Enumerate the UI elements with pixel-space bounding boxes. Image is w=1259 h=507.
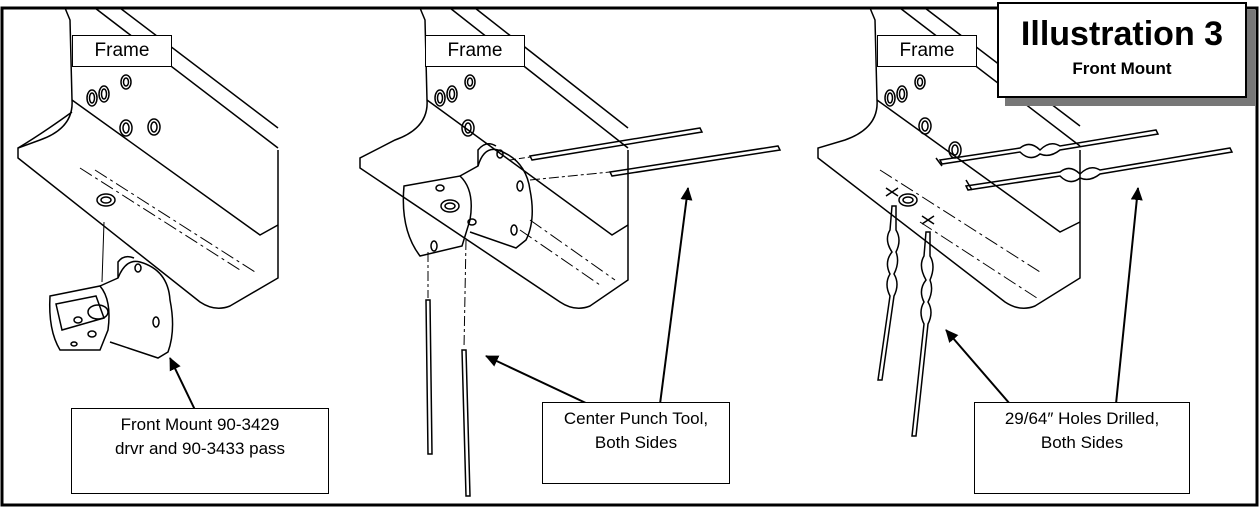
callout-center-punch: Center Punch Tool, Both Sides [542, 402, 730, 484]
outer-border [0, 6, 1259, 507]
callout-line: 29/64″ Holes Drilled, [1004, 409, 1160, 428]
callout-arrow-2b [659, 187, 693, 405]
callout-arrow-3a [945, 329, 1011, 405]
frame-rail-3 [817, 7, 1081, 309]
callout-front-mount: Front Mount 90-3429 drvr and 90-3433 pas… [71, 408, 329, 494]
illustration-subtitle: Front Mount [1072, 59, 1172, 78]
frame-hole [86, 89, 98, 107]
callout-arrow-1 [169, 357, 197, 413]
callout-line: drvr and 90-3433 pass [114, 439, 286, 458]
front-mount-bracket [402, 175, 472, 257]
panel-2-drawing [359, 7, 782, 497]
callout-line: Center Punch Tool, [563, 409, 709, 428]
callout-line: Both Sides [1040, 433, 1124, 452]
drill-bit [877, 205, 900, 381]
callout-arrow-3b [1115, 187, 1143, 405]
drill-bit [938, 129, 1160, 165]
callout-holes-drilled: 29/64″ Holes Drilled, Both Sides [974, 402, 1190, 494]
frame-label-1: Frame [72, 35, 172, 67]
panel-1-drawing [17, 7, 279, 359]
punch-tool [425, 299, 433, 455]
frame-label-2: Frame [425, 35, 525, 67]
callout-arrow-2a [485, 355, 589, 405]
frame-label-3: Frame [877, 35, 977, 67]
frame-hole [434, 89, 446, 107]
illustration-title-box: Illustration 3 Front Mount [997, 2, 1247, 98]
frame-hole [884, 89, 896, 107]
panel-3-drawing [817, 7, 1234, 437]
frame-rail-2 [359, 7, 629, 309]
callout-line: Front Mount 90-3429 [120, 415, 280, 434]
frame-rail-1 [17, 7, 279, 309]
callout-line: Both Sides [594, 433, 678, 452]
punch-tool [528, 127, 704, 161]
front-mount-bracket [48, 285, 110, 351]
illustration-title: Illustration 3 [1020, 15, 1224, 53]
